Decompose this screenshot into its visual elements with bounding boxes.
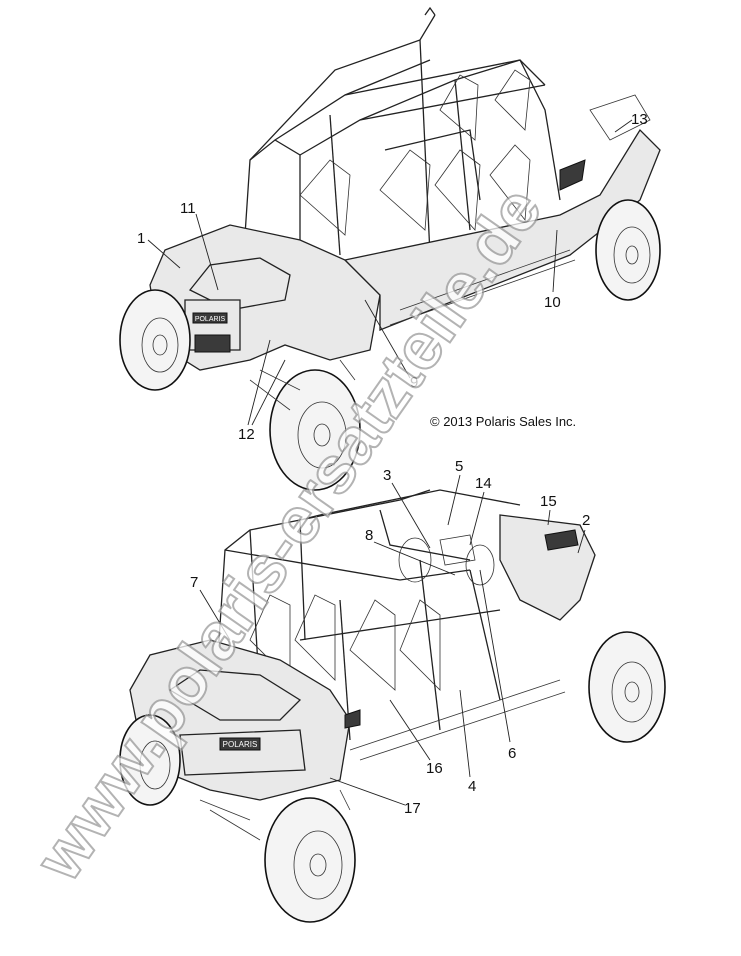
top-callouts: 1 11 13 10 9 12	[137, 111, 648, 443]
callout-13: 13	[631, 111, 648, 128]
callout-4: 4	[468, 778, 476, 795]
callout-8: 8	[365, 527, 373, 544]
callout-11: 11	[180, 200, 196, 217]
callout-1: 1	[137, 230, 145, 247]
front-left-wheel-top	[119, 289, 191, 391]
callout-15: 15	[540, 493, 557, 510]
hood-brand-bottom: POLARIS	[223, 740, 258, 749]
callout-17: 17	[404, 800, 421, 817]
bottom-vehicle-illustration: POLARIS	[119, 489, 666, 923]
rear-right-wheel-top	[595, 199, 661, 301]
callout-5: 5	[455, 458, 463, 475]
callout-6: 6	[508, 745, 516, 762]
callout-3: 3	[383, 467, 391, 484]
callout-12: 12	[238, 426, 255, 443]
front-left-wheel-bottom	[119, 714, 181, 806]
copyright-notice: © 2013 Polaris Sales Inc.	[430, 414, 576, 429]
bottom-callouts: 3 5 14 15 2 8 7 6 4 16 17	[190, 458, 590, 817]
callout-10: 10	[544, 294, 561, 311]
hood-brand-top: POLARIS	[195, 316, 226, 323]
rear-right-wheel-bottom	[588, 631, 666, 743]
callout-14: 14	[475, 475, 492, 492]
callout-16: 16	[426, 760, 443, 777]
front-right-wheel-top	[269, 369, 361, 491]
callout-2: 2	[582, 512, 590, 529]
callout-9: 9	[410, 374, 418, 391]
callout-7: 7	[190, 574, 198, 591]
front-right-wheel-bottom	[264, 797, 356, 923]
top-vehicle-illustration: POLARIS	[119, 6, 661, 491]
